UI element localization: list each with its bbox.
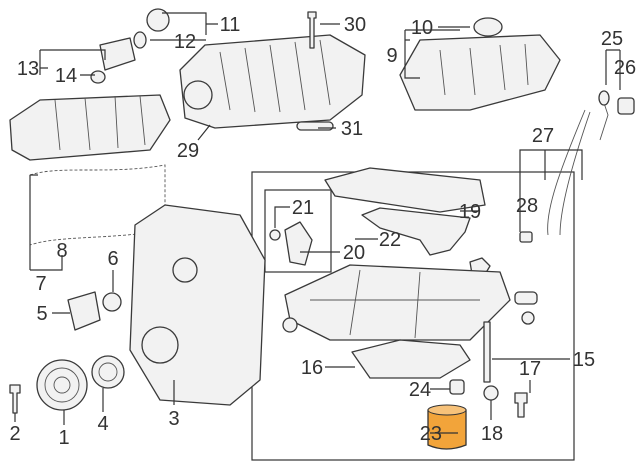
callout-14: 14 <box>55 65 77 87</box>
intake-manifold <box>179 34 366 129</box>
callout-2: 2 <box>9 423 20 445</box>
bolt-17 <box>514 392 528 418</box>
bolt-30 <box>307 11 317 49</box>
callout-10: 10 <box>411 17 433 39</box>
washer-18 <box>483 385 499 401</box>
callout-26: 26 <box>614 57 636 79</box>
callout-15: 15 <box>573 349 595 371</box>
gasket-31 <box>296 121 334 131</box>
part-rod <box>483 321 491 383</box>
throttle-body-parts <box>90 8 170 84</box>
callout-17: 17 <box>519 358 541 380</box>
dipstick-tube <box>519 109 591 243</box>
callout-24: 24 <box>409 379 431 401</box>
exhaust-manifold <box>9 94 171 246</box>
harmonic-balancer <box>36 359 88 411</box>
part-6 <box>102 292 122 312</box>
callout-20: 20 <box>343 242 365 264</box>
callout-27: 27 <box>532 125 554 147</box>
callout-11: 11 <box>220 14 241 36</box>
callout-30: 30 <box>344 14 366 36</box>
callout-labels: 1 2 3 4 5 6 7 8 9 10 11 12 13 14 15 16 1… <box>9 14 636 449</box>
oil-pan-gasket <box>324 167 486 213</box>
callout-7: 7 <box>35 273 46 295</box>
lower-oil-pan <box>351 339 471 379</box>
callout-4: 4 <box>97 413 108 435</box>
part-24 <box>449 379 465 395</box>
callout-21: 21 <box>292 197 314 219</box>
bolt-2 <box>9 384 21 414</box>
callout-1: 1 <box>58 427 69 449</box>
valve-cover <box>399 17 561 111</box>
callout-22: 22 <box>379 229 401 251</box>
callout-9: 9 <box>386 45 397 67</box>
oil-filter <box>427 404 467 450</box>
callout-5: 5 <box>36 303 47 325</box>
dipstick-and-cap <box>598 90 635 141</box>
callout-3: 3 <box>168 408 179 430</box>
callout-12: 12 <box>174 31 196 53</box>
callout-13: 13 <box>17 58 39 80</box>
seal-4-inner <box>98 362 118 382</box>
callout-18: 18 <box>481 423 503 445</box>
callout-31: 31 <box>341 118 363 140</box>
callout-6: 6 <box>107 248 118 270</box>
callout-19: 19 <box>459 201 481 223</box>
part-5 <box>67 291 101 331</box>
callout-28: 28 <box>516 195 538 217</box>
callout-25: 25 <box>601 28 623 50</box>
part-20 <box>284 221 313 266</box>
leader-lines <box>14 12 621 434</box>
callout-8: 8 <box>56 240 67 262</box>
callout-29: 29 <box>177 140 199 162</box>
seal-4 <box>91 355 125 389</box>
timing-cover <box>129 204 266 406</box>
oil-pan <box>282 264 538 341</box>
oil-pickup <box>361 207 471 256</box>
callout-16: 16 <box>301 357 323 379</box>
part-21 <box>269 229 281 241</box>
part-20-group-box <box>264 189 332 273</box>
callout-23: 23 <box>420 423 442 445</box>
